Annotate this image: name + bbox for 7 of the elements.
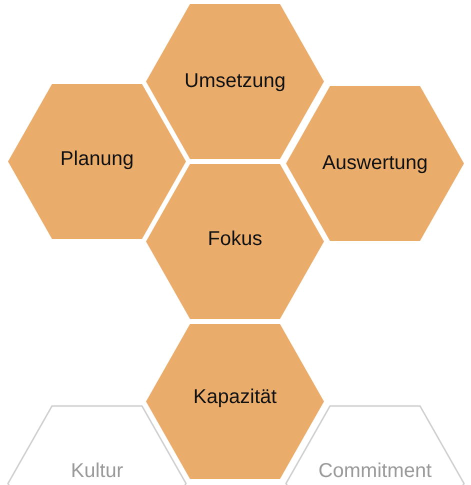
hexagon-label: Umsetzung xyxy=(184,69,286,93)
hexagon-label: Kultur xyxy=(70,459,124,483)
hexagon-label: Fokus xyxy=(208,227,262,251)
hexagon-label: Planung xyxy=(60,147,134,171)
hexagon-label: Commitment xyxy=(318,459,432,483)
hexagon-label: Kapazität xyxy=(193,385,277,409)
hexagon-label: Auswertung xyxy=(322,151,428,175)
